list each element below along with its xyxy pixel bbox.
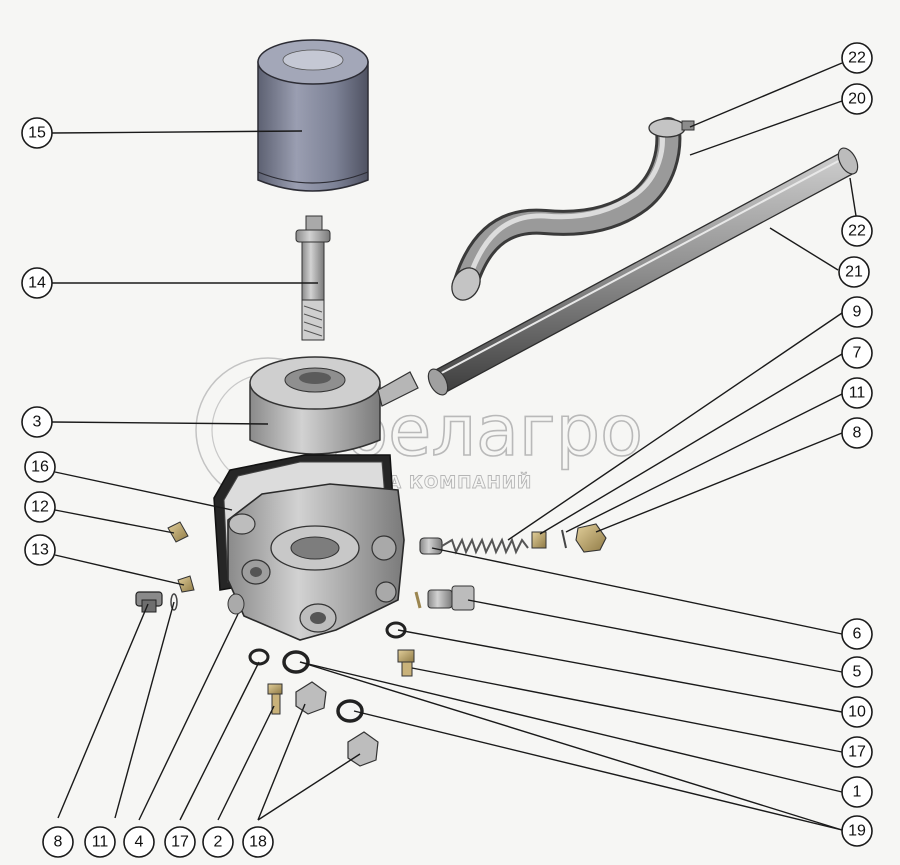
o-ring-19b [336, 699, 364, 723]
callout-label-13: 13 [31, 542, 49, 559]
callout-label-5: 5 [853, 664, 862, 681]
callout-5: 5 [841, 656, 873, 688]
bypass-valve-assembly [419, 523, 607, 555]
callout-label-22-mid: 22 [848, 223, 866, 240]
o-ring-small [248, 648, 270, 666]
valve-plug [575, 523, 607, 553]
callout-14: 14 [21, 267, 53, 299]
curved-oil-pipe [451, 117, 695, 301]
watermark-brand: белагро [345, 390, 643, 472]
leader-lines [51, 62, 857, 831]
callout-label-1: 1 [853, 784, 862, 801]
callout-label-12: 12 [31, 499, 49, 516]
callout-17-bottom: 17 [164, 826, 196, 858]
callout-label-4: 4 [135, 834, 144, 851]
callout-12: 12 [24, 491, 56, 523]
valve-seal [561, 529, 567, 549]
callout-label-20: 20 [848, 91, 866, 108]
washer-left [170, 593, 178, 611]
fitting-5 [414, 585, 475, 611]
callout-label-11-bottom: 11 [92, 834, 109, 851]
callout-13: 13 [24, 534, 56, 566]
washer-10 [385, 621, 407, 639]
callout-label-15: 15 [28, 125, 46, 142]
hollow-bolt [295, 215, 331, 341]
callout-label-11-right: 11 [849, 385, 866, 402]
oil-filter-cartridge [257, 39, 369, 192]
callout-label-10: 10 [848, 704, 866, 721]
bolt-17-right [397, 649, 415, 677]
straight-oil-tube [427, 147, 859, 396]
callout-6: 6 [841, 618, 873, 650]
callout-label-16: 16 [31, 459, 49, 476]
callout-1: 1 [841, 776, 873, 808]
drain-plug-left [135, 591, 163, 613]
oil-cooler-housing [249, 356, 419, 455]
callout-8-bottom: 8 [42, 826, 74, 858]
callout-8-right: 8 [841, 417, 873, 449]
o-ring-19a [282, 650, 310, 674]
callout-10: 10 [841, 696, 873, 728]
callout-label-22-top: 22 [848, 50, 866, 67]
filter-base-housing [227, 483, 405, 641]
valve-plunger [419, 537, 443, 555]
callout-17-right: 17 [841, 736, 873, 768]
callout-label-17-right: 17 [848, 744, 866, 761]
valve-spring [441, 537, 529, 555]
plug-13 [177, 575, 195, 593]
callout-label-7: 7 [853, 345, 862, 362]
callout-label-18: 18 [249, 834, 267, 851]
callout-21: 21 [838, 256, 870, 288]
callout-label-21: 21 [845, 264, 863, 281]
callout-label-3: 3 [33, 414, 42, 431]
bolt-2 [267, 683, 283, 715]
callouts: 15 14 3 16 12 13 22 20 22 21 9 7 11 8 6 … [21, 42, 873, 858]
callout-label-17-bottom: 17 [171, 834, 189, 851]
plug-18a [295, 681, 327, 715]
callout-3: 3 [21, 406, 53, 438]
callout-15: 15 [21, 117, 53, 149]
callout-2: 2 [202, 826, 234, 858]
callout-label-8-bottom: 8 [54, 834, 63, 851]
callout-11-bottom: 11 [84, 826, 116, 858]
callout-label-8-right: 8 [853, 425, 862, 442]
callout-19: 19 [841, 815, 873, 847]
callout-label-9: 9 [853, 304, 862, 321]
callout-label-2: 2 [214, 834, 223, 851]
callout-20: 20 [841, 83, 873, 115]
callout-9: 9 [841, 296, 873, 328]
callout-7: 7 [841, 337, 873, 369]
plug-18b [347, 731, 379, 767]
callout-18: 18 [242, 826, 274, 858]
plug-12 [167, 521, 189, 543]
callout-label-19: 19 [848, 823, 866, 840]
callout-11-right: 11 [841, 377, 873, 409]
callout-22-top: 22 [841, 42, 873, 74]
callout-4: 4 [123, 826, 155, 858]
callout-22-mid: 22 [841, 215, 873, 247]
callout-label-6: 6 [853, 626, 862, 643]
valve-washer [531, 531, 547, 549]
callout-16: 16 [24, 451, 56, 483]
callout-label-14: 14 [28, 275, 46, 292]
